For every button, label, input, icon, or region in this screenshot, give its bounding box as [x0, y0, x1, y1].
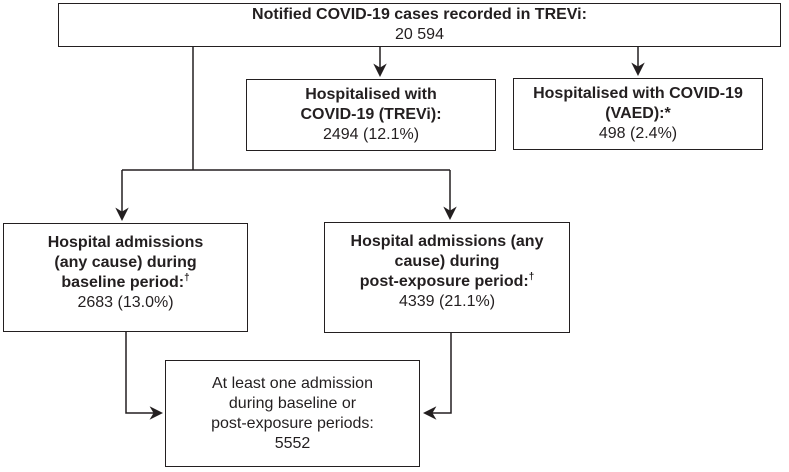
hospitalised-trevi-title: Hospitalised with COVID-19 (TREVi): [300, 85, 441, 125]
hospitalised-vaed-value: 498 (2.4%) [598, 125, 678, 142]
box-post-exposure-admissions: Hospital admissions (any cause) during p… [324, 222, 570, 333]
baseline-admissions-title-text: Hospital admissions (any cause) during b… [47, 234, 204, 291]
baseline-admissions-title: Hospital admissions (any cause) during b… [48, 233, 204, 293]
connector-arrow-post-exposure-to-combined [422, 333, 452, 420]
box-hospitalised-trevi: Hospitalised with COVID-19 (TREVi): 2494… [246, 79, 496, 151]
connector-arrow-baseline-to-combined [125, 332, 164, 420]
box-hospitalised-vaed: Hospitalised with COVID-19 (VAED):* 498 … [513, 78, 763, 150]
hospitalised-trevi-value: 2494 (12.1%) [322, 126, 420, 143]
box-notified-cases: Notified COVID-19 cases recorded in TREV… [58, 3, 781, 47]
post-exposure-admissions-title: Hospital admissions (any cause) during p… [351, 232, 544, 292]
hospitalised-vaed-title: Hospitalised with COVID-19 (VAED):* [533, 84, 743, 124]
post-exposure-admissions-footnote-mark: † [528, 271, 535, 283]
baseline-admissions-footnote-mark: † [184, 272, 190, 284]
box-combined-admissions: At least one admission during baseline o… [165, 360, 420, 467]
combined-admissions-title: At least one admission during baseline o… [211, 374, 374, 432]
box-baseline-admissions: Hospital admissions (any cause) during b… [3, 223, 248, 332]
notified-cases-title: Notified COVID-19 cases recorded in TREV… [252, 6, 587, 23]
baseline-admissions-value: 2683 (13.0%) [77, 294, 174, 311]
post-exposure-admissions-title-text: Hospital admissions (any cause) during p… [350, 233, 544, 290]
combined-admissions-value: 5552 [274, 434, 311, 452]
hospitalised-vaed-title-text: Hospitalised with COVID-19 (VAED):* [533, 85, 743, 122]
hospitalised-trevi-title-text: Hospitalised with COVID-19 (TREVi): [300, 86, 442, 123]
notified-cases-value: 20 594 [395, 26, 444, 43]
post-exposure-admissions-value: 4339 (21.1%) [398, 293, 496, 310]
